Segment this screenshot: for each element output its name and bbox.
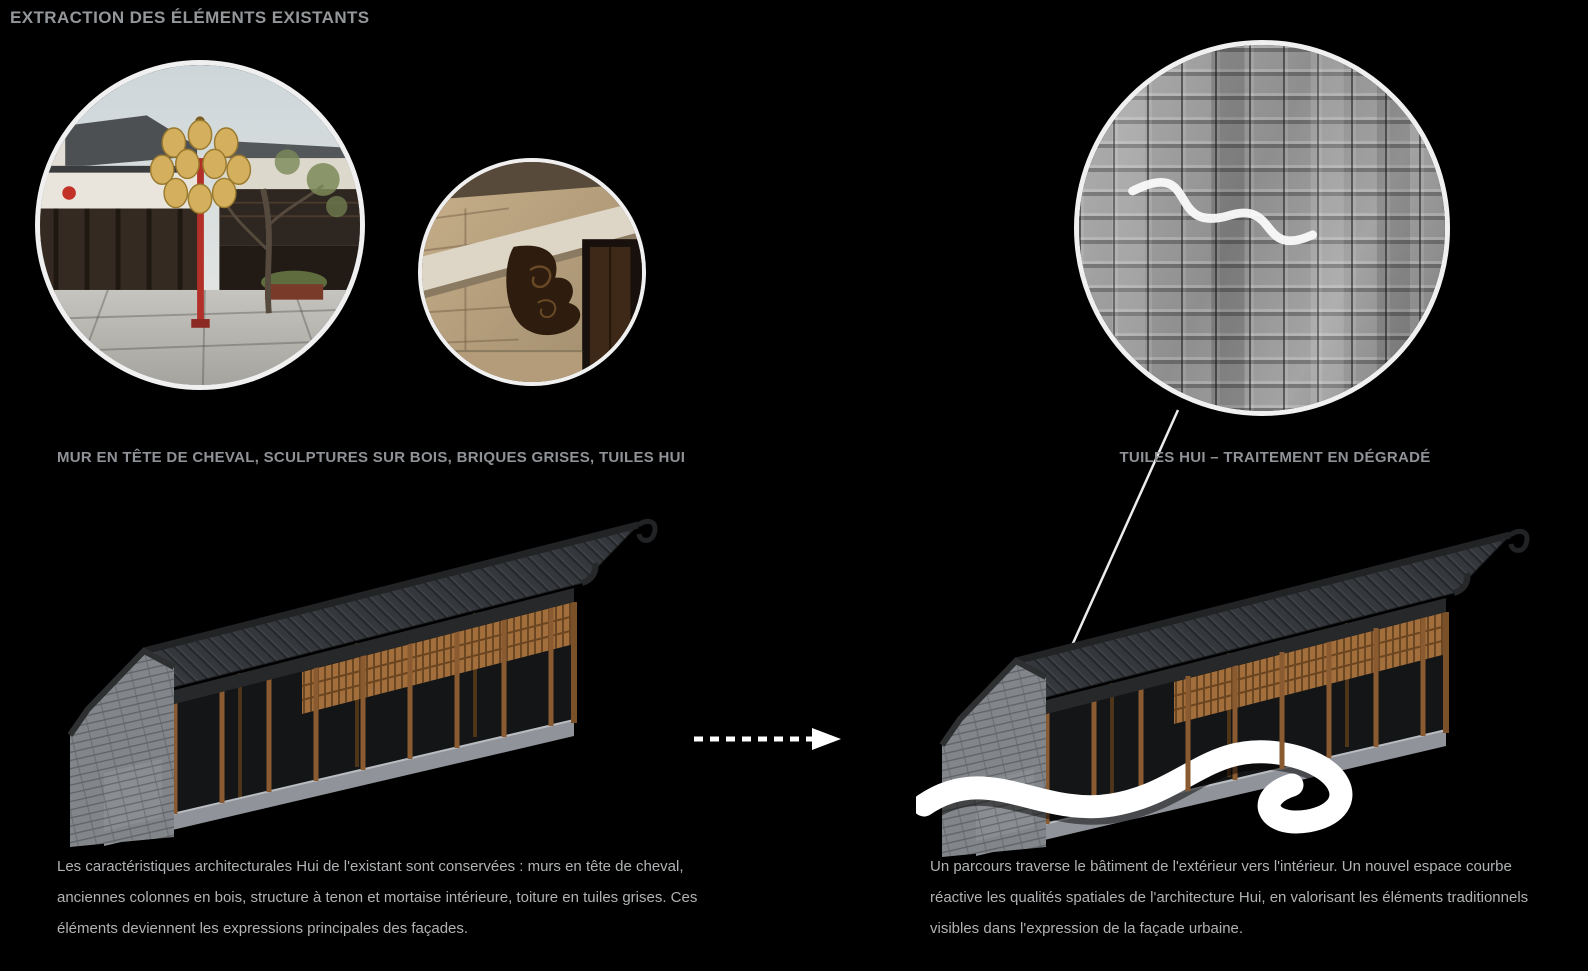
- photo-carving-circle: [418, 158, 646, 386]
- carved-corbel: [506, 245, 581, 336]
- photo-tiles-circle: [1074, 40, 1450, 416]
- caption-right: TUILES HUI – TRAITEMENT EN DÉGRADÉ: [1119, 449, 1431, 466]
- hui-tiles-overlay: [1112, 45, 1410, 411]
- page-title: EXTRACTION DES ÉLÉMENTS EXISTANTS: [10, 8, 370, 27]
- description-right: Un parcours traverse le bâtiment de l'ex…: [930, 858, 1529, 937]
- hui-tiles-texture: [1079, 45, 1445, 411]
- curved-ribbon: [916, 740, 1356, 840]
- caption-left: MUR EN TÊTE DE CHEVAL, SCULPTURES SUR BO…: [57, 449, 686, 466]
- lantern-cluster: [149, 119, 252, 215]
- transformation-arrow: [694, 728, 841, 750]
- photo-street-circle: [35, 60, 365, 390]
- street-photo-illustration: [40, 65, 360, 385]
- building-render-proposed: [916, 505, 1536, 877]
- lantern-pole: [197, 158, 204, 323]
- description-left: Les caractéristiques architecturales Hui…: [57, 858, 698, 937]
- wood-carving-illustration: [422, 162, 642, 382]
- building-render-existing: [67, 518, 658, 847]
